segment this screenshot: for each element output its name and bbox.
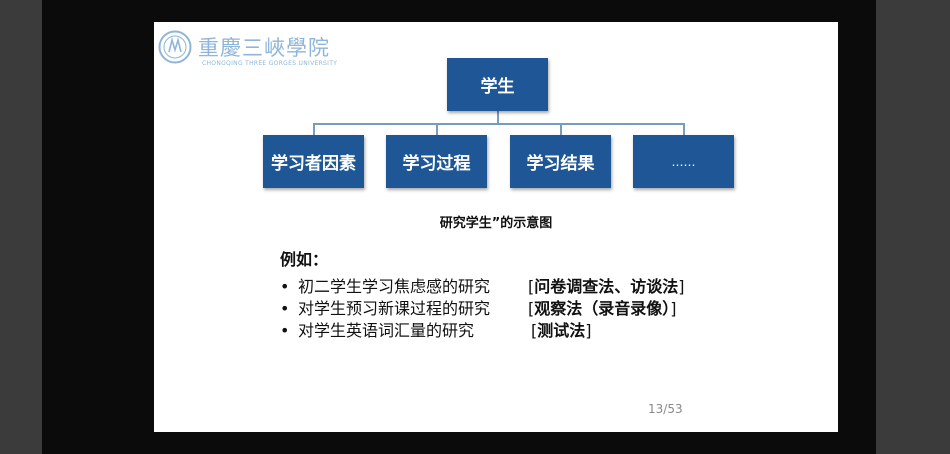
slide: 重慶三峽學院 CHONGQING THREE GORGES UNIVERSITY… [154,22,838,432]
diagram-caption: 研究学生”的示意图 [439,216,553,231]
left-panel [0,0,42,454]
diagram-node-learning-outcome: 学习结果 [510,135,611,188]
example-item: • 对学生预习新课过程的研究 [观察法（录音录像）] [280,295,677,319]
page-number: 13/53 [648,402,683,416]
example-method: [问卷调查法、访谈法] [528,277,685,296]
example-text: 对学生预习新课过程的研究 [298,299,491,318]
logo-english-name: CHONGQING THREE GORGES UNIVERSITY [202,60,338,67]
example-text: 对学生英语词汇量的研究 [298,321,475,340]
example-item: • 初二学生学习焦虑感的研究 [问卷调查法、访谈法] [280,273,685,297]
university-seal-icon [158,30,192,64]
bullet: • [280,277,290,296]
logo-chinese-name: 重慶三峽學院 [198,36,330,60]
diagram-node-more: …… [633,135,734,188]
example-method: [测试法] [531,321,592,340]
diagram-node-learner-factors: 学习者因素 [263,135,364,188]
connector-child-2 [436,123,438,135]
connector-child-3 [560,123,562,135]
diagram-node-root: 学生 [447,58,548,111]
example-text: 初二学生学习焦虑感的研究 [298,277,491,296]
examples-heading: 例如： [280,250,329,269]
bullet: • [280,299,290,318]
connector-root-down [497,111,499,123]
connector-child-1 [313,123,315,135]
connector-horizontal [313,123,684,125]
bullet: • [280,321,290,340]
right-panel [876,0,950,454]
example-method: [观察法（录音录像）] [528,299,677,318]
example-item: • 对学生英语词汇量的研究 [测试法] [280,317,592,341]
connector-child-4 [683,123,685,135]
university-logo: 重慶三峽學院 CHONGQING THREE GORGES UNIVERSITY [158,30,358,72]
diagram-node-learning-process: 学习过程 [386,135,487,188]
